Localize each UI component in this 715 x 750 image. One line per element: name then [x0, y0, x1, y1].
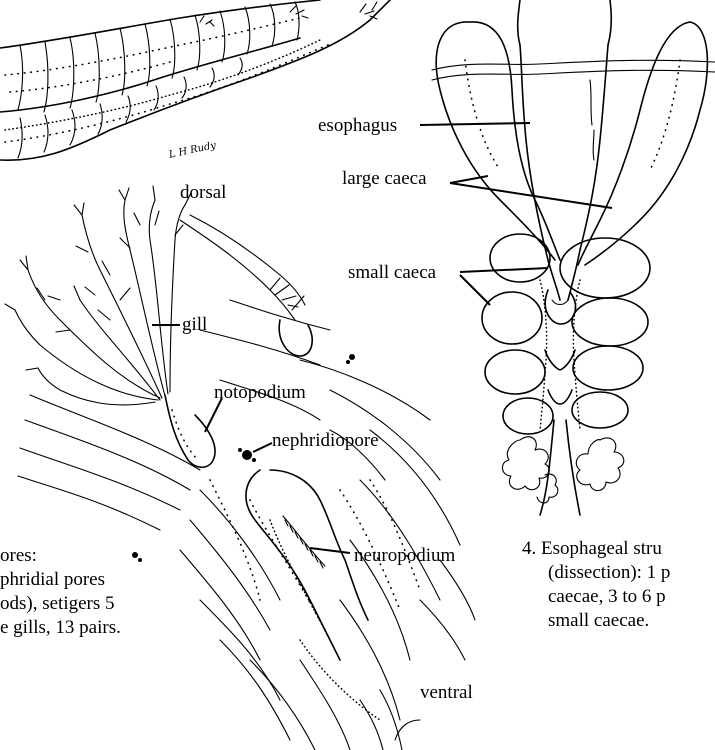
small-caeca-leader-left	[460, 275, 490, 305]
label-small-caeca: small caeca	[348, 263, 436, 282]
label-ventral: ventral	[420, 683, 473, 702]
label-neuropodium: neuropodium	[354, 546, 455, 565]
notopodium-leader	[205, 398, 222, 432]
label-gill: gill	[182, 315, 207, 334]
worm-body-drawing	[0, 0, 390, 160]
neuropodium-leader	[310, 548, 350, 553]
label-nephridiopore: nephridiopore	[272, 431, 379, 450]
caption-right-line-3: caecae, 3 to 6 p	[522, 585, 670, 609]
caption-left-line-2: phridial pores	[0, 568, 121, 592]
caption-left-line-1: ores:	[0, 544, 121, 568]
label-large-caeca: large caeca	[342, 169, 427, 188]
label-esophagus: esophagus	[318, 116, 397, 135]
esophageal-structure-drawing	[432, 0, 715, 515]
label-dorsal: dorsal	[180, 183, 226, 202]
caption-right: 4. Esophageal stru (dissection): 1 p cae…	[522, 537, 670, 633]
caption-right-line-4: small caecae.	[522, 609, 670, 633]
caption-right-line-1: 4. Esophageal stru	[522, 537, 670, 561]
caption-left-line-4: e gills, 13 pairs.	[0, 616, 121, 640]
caption-left: ores: phridial pores ods), setigers 5 e …	[0, 544, 121, 640]
label-notopodium: notopodium	[214, 383, 306, 402]
nephridiopore-leader	[253, 443, 272, 452]
esophagus-leader	[420, 123, 530, 125]
caption-left-line-3: ods), setigers 5	[0, 592, 121, 616]
small-caeca-leader-top	[460, 268, 548, 272]
large-caeca-leader-right	[450, 183, 612, 208]
caption-right-line-2: (dissection): 1 p	[522, 561, 670, 585]
